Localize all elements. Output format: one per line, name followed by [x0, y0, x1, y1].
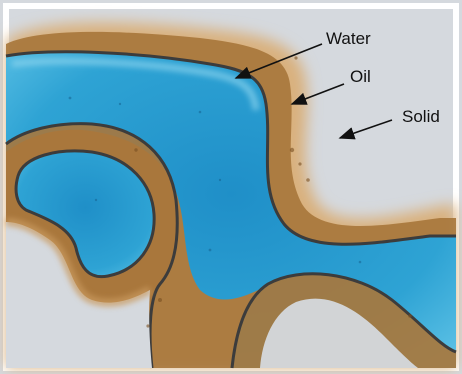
water-label: Water: [326, 29, 371, 48]
solid-label: Solid: [402, 107, 440, 126]
oil-label: Oil: [350, 67, 371, 86]
